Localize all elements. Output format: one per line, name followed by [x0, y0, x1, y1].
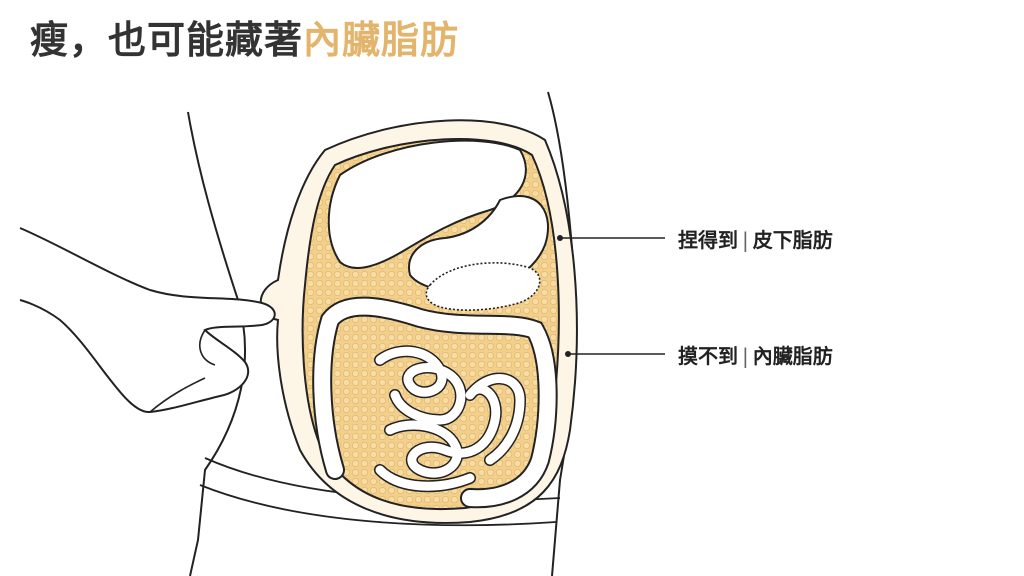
- liver: [327, 139, 527, 269]
- label-visceral-name: 內臟脂肪: [752, 344, 833, 368]
- leader-dot-subcutaneous: [557, 235, 563, 241]
- label-visceral-prefix: 摸不到: [678, 344, 738, 368]
- label-subcutaneous-prefix: 捏得到: [678, 228, 738, 252]
- leader-dot-visceral: [565, 351, 571, 357]
- hand: [19, 227, 276, 414]
- pancreas: [425, 262, 541, 311]
- small-intestine-fill: [375, 346, 525, 491]
- label-subcutaneous-separator: |: [742, 228, 749, 252]
- label-subcutaneous-name: 皮下脂肪: [752, 228, 833, 252]
- title-main: 瘦，也可能藏著: [30, 18, 304, 62]
- large-intestine-fill: [314, 298, 556, 507]
- hand-finger-line: [149, 329, 216, 413]
- label-visceral-fat: 摸不到|內臟脂肪: [678, 346, 833, 366]
- label-subcutaneous-fat: 捏得到|皮下脂肪: [678, 230, 833, 250]
- title-highlight: 內臟脂肪: [303, 18, 460, 62]
- page-title: 瘦，也可能藏著內臟脂肪: [30, 18, 459, 64]
- label-visceral-separator: |: [742, 344, 749, 368]
